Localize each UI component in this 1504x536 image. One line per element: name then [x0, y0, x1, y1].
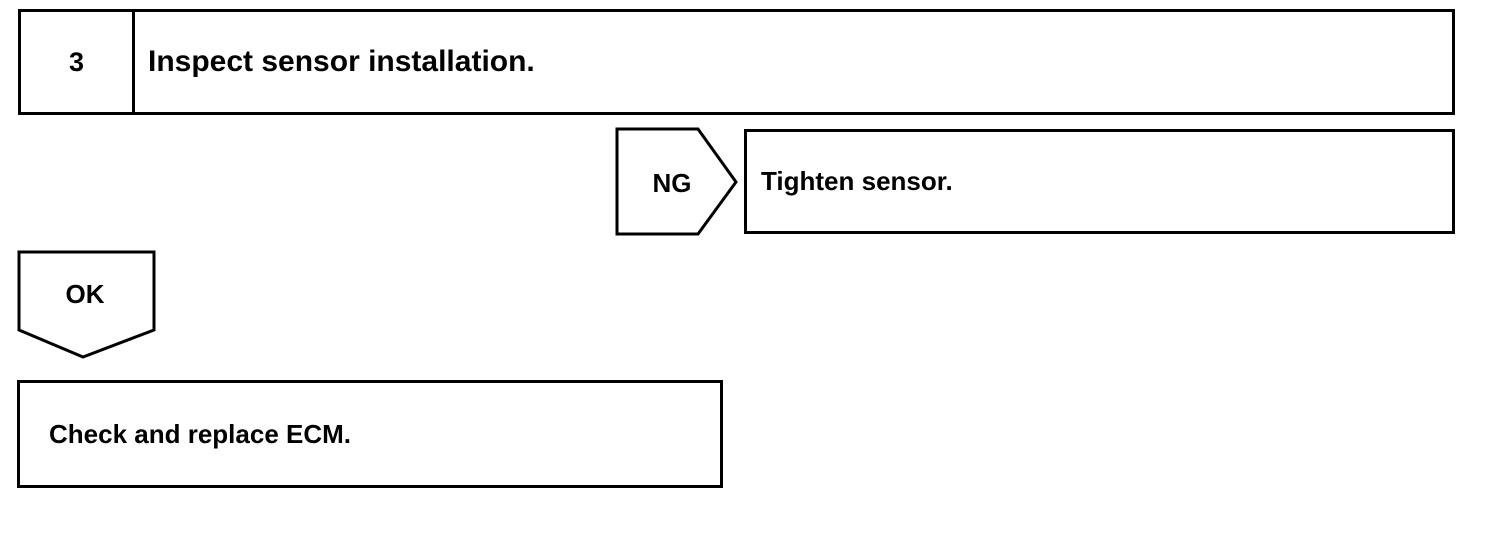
- ng-arrow-tag: [615, 127, 738, 236]
- step-number: 3: [21, 12, 135, 112]
- ng-action-box: Tighten sensor.: [744, 129, 1455, 234]
- ok-label: OK: [65, 279, 105, 309]
- ok-action-box: Check and replace ECM.: [17, 380, 723, 488]
- ng-label: NG: [652, 168, 692, 198]
- step-title: Inspect sensor installation.: [148, 45, 535, 78]
- ok-arrow-tag: [17, 250, 156, 359]
- step-header: 3 Inspect sensor installation.: [18, 9, 1455, 115]
